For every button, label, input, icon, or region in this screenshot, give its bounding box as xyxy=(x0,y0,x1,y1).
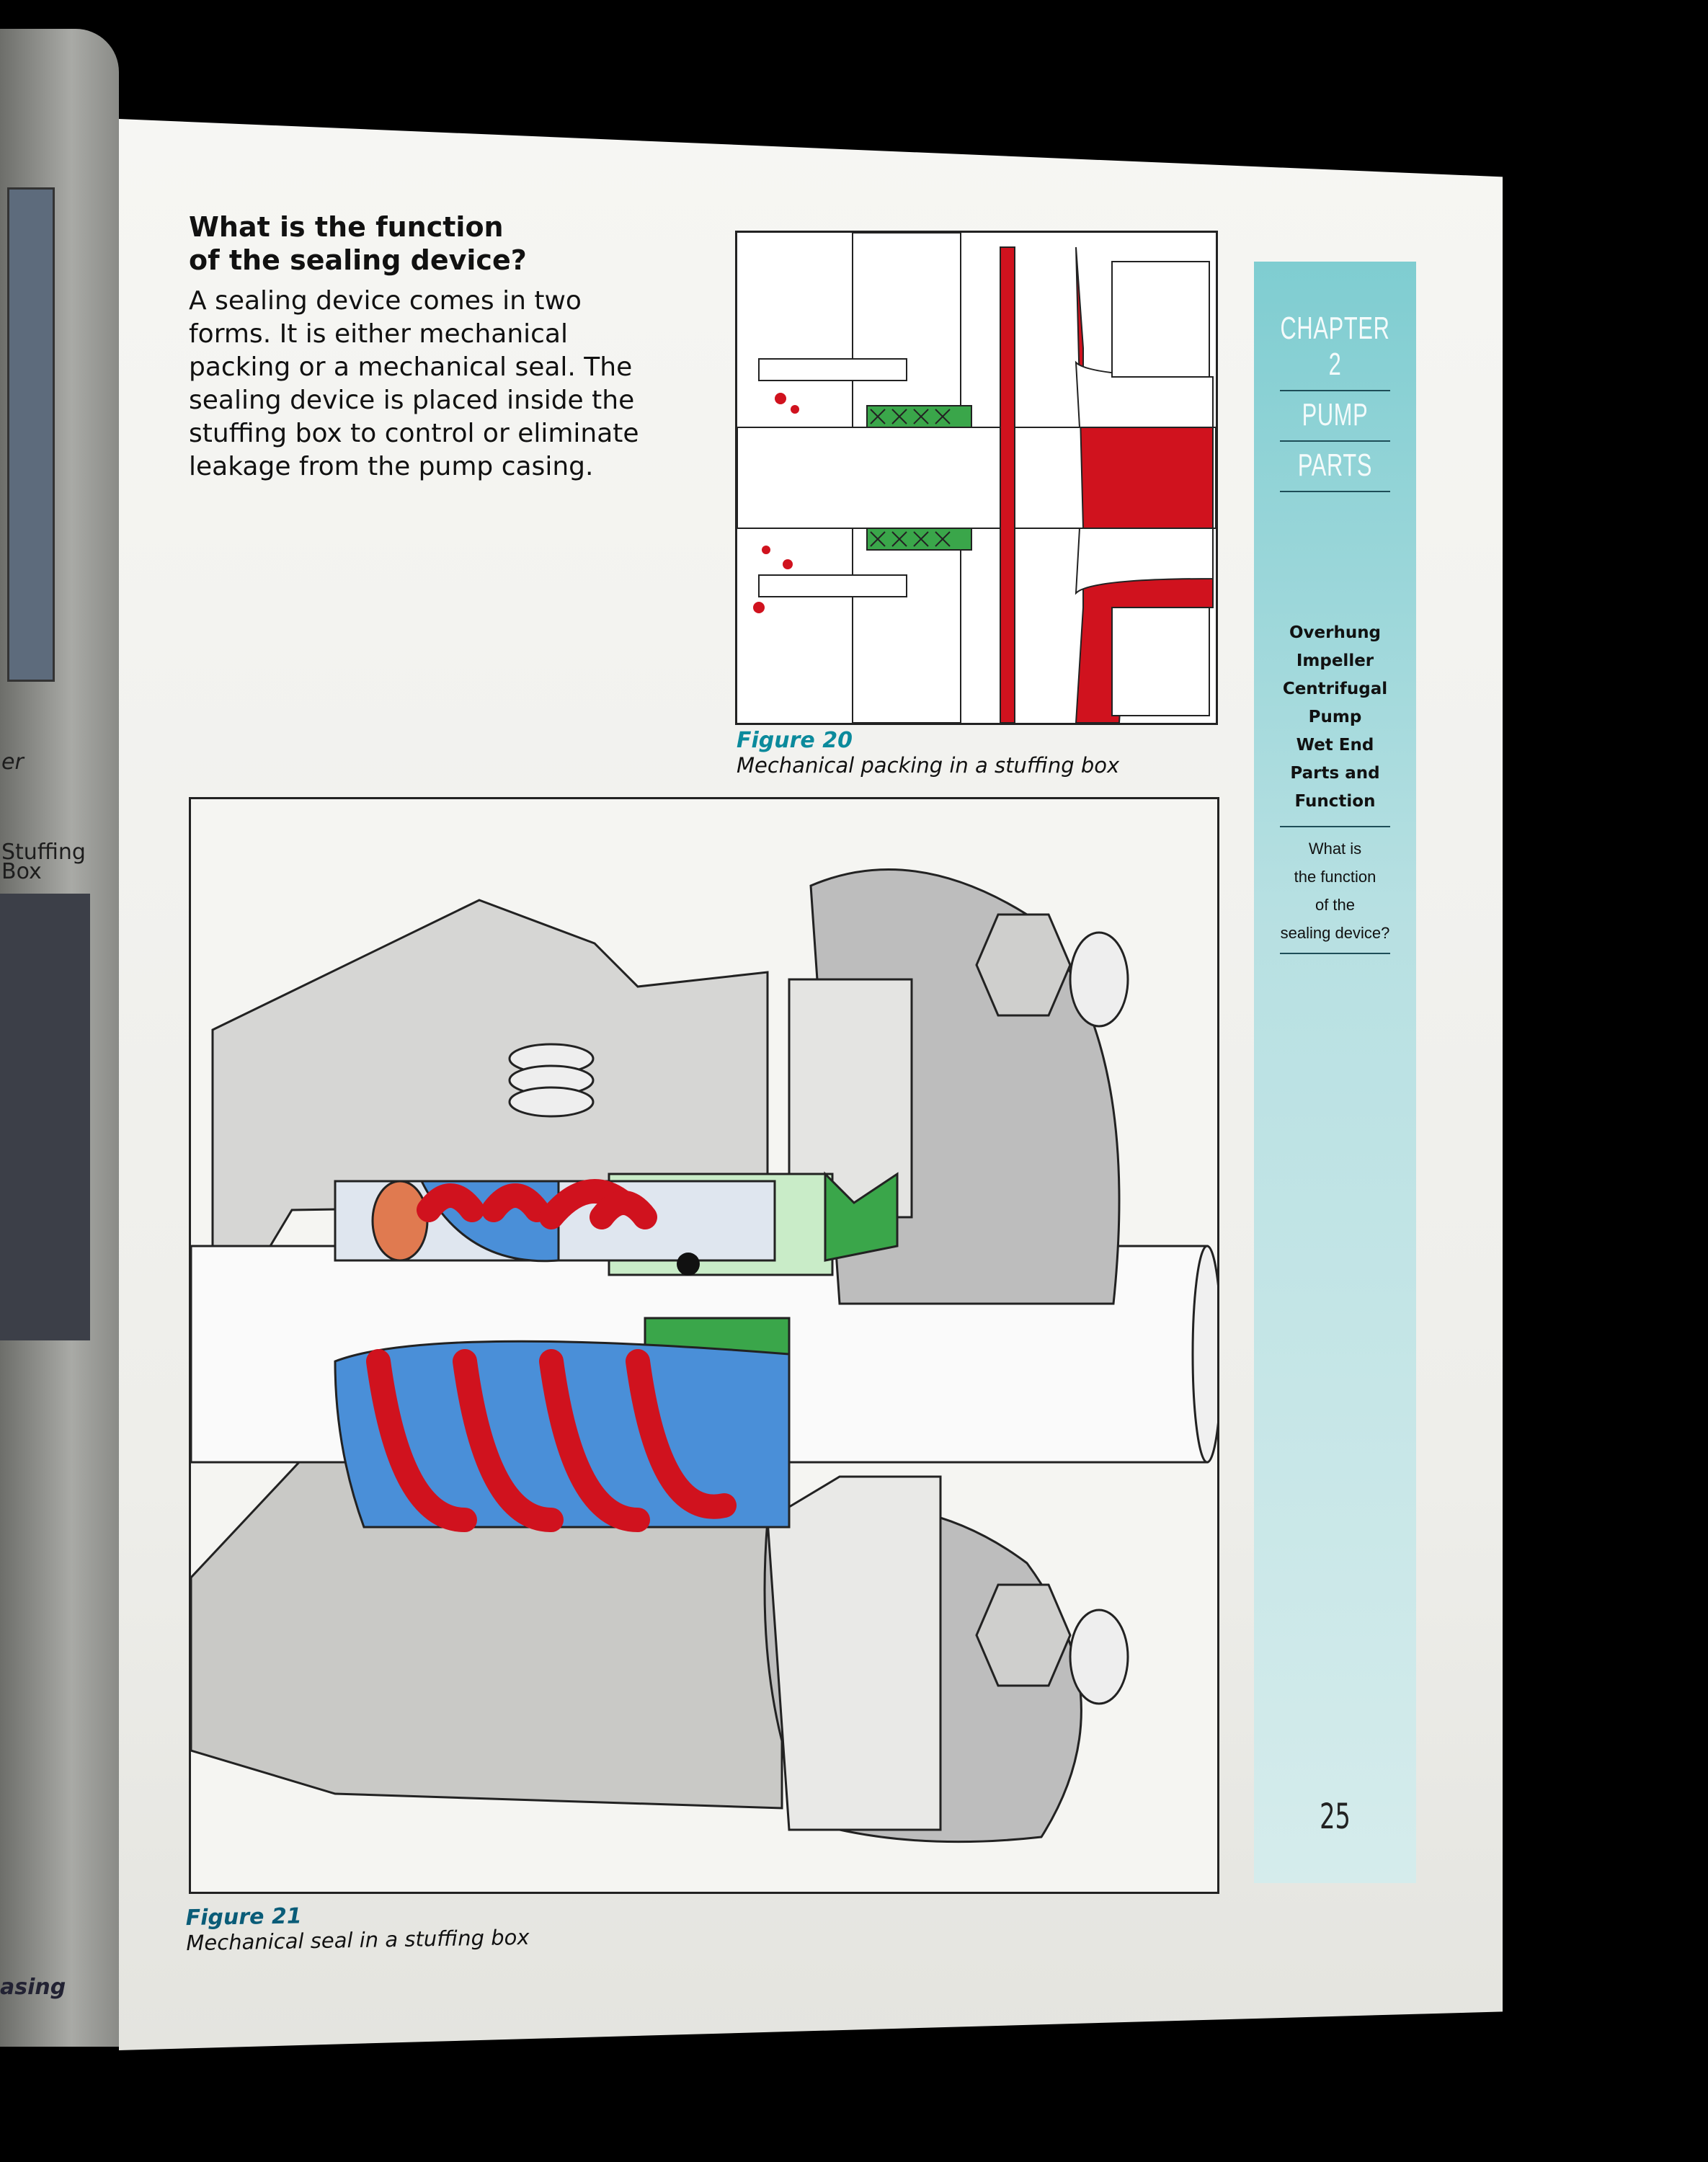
question-line: of the xyxy=(1315,896,1356,914)
page-number: 25 xyxy=(1320,1797,1351,1837)
question-line: sealing device? xyxy=(1280,924,1390,942)
section-line: Impeller xyxy=(1296,651,1374,670)
seal-illustration xyxy=(190,868,1223,1843)
section-line: Wet End xyxy=(1296,736,1374,755)
section-line: Function xyxy=(1294,792,1376,811)
left-page-diagram xyxy=(0,894,90,1340)
chapter-label: CHAPTER 2 xyxy=(1280,311,1390,382)
chapter-sidebar: CHAPTER 2 PUMP PARTS Overhung Impeller C… xyxy=(1254,262,1416,1883)
divider xyxy=(1280,491,1390,492)
body-paragraph: A sealing device comes in two forms. It … xyxy=(189,286,639,481)
left-page-fragment: Box xyxy=(1,859,42,884)
heading-line: of the sealing device? xyxy=(189,244,527,276)
left-page-fragment: Stuffing xyxy=(1,840,86,865)
section-title: Overhung Impeller Centrifugal Pump Wet E… xyxy=(1254,619,1416,816)
figure-20-mechanical-packing xyxy=(735,231,1218,725)
question-line: the function xyxy=(1294,868,1376,886)
section-line: Centrifugal xyxy=(1282,680,1388,698)
section-line: Overhung xyxy=(1289,623,1382,642)
left-page-fragment: asing xyxy=(0,1975,66,2000)
section-line: Pump xyxy=(1308,708,1362,726)
packing-illustration xyxy=(737,232,1216,724)
figure-20-caption: Figure 20 Mechanical packing in a stuffi… xyxy=(737,728,1119,778)
left-page-figure xyxy=(7,187,55,682)
divider xyxy=(1280,440,1390,442)
chapter-title: PARTS xyxy=(1297,448,1373,483)
left-page-edge: er Stuffing Box asing xyxy=(0,29,119,2047)
section-line: Parts and xyxy=(1290,764,1380,783)
figure-21-mechanical-seal xyxy=(189,797,1223,1894)
divider xyxy=(1280,390,1390,391)
left-page-fragment: er xyxy=(1,749,24,775)
heading-line: What is the function xyxy=(189,211,504,243)
chapter-title: PUMP xyxy=(1302,397,1369,432)
divider xyxy=(1280,826,1390,827)
figure-caption-text: Mechanical packing in a stuffing box xyxy=(737,753,1120,778)
figure-21-caption: Figure 21 Mechanical seal in a stuffing … xyxy=(185,1900,529,1955)
figure-number: Figure 20 xyxy=(737,728,853,753)
sidebar-question: What is the function of the sealing devi… xyxy=(1254,827,1416,953)
divider xyxy=(1280,953,1390,954)
question-line: What is xyxy=(1308,840,1362,858)
